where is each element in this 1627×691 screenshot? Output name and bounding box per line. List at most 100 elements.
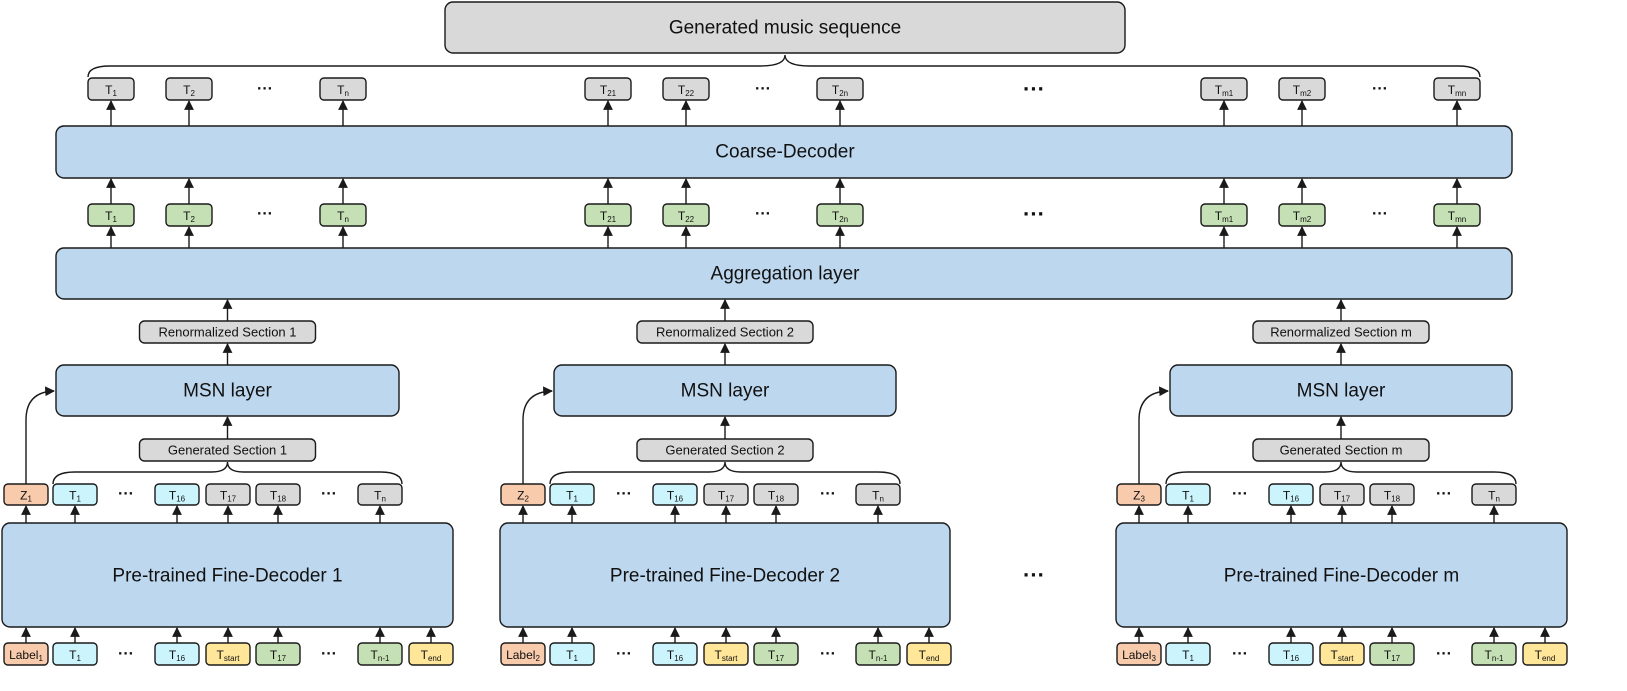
section-output-token-label: T1 [1182, 489, 1194, 504]
section-output-token [1319, 483, 1365, 506]
section-output-token-label: T16 [169, 489, 186, 504]
section-output-ellipsis: ··· [321, 486, 337, 503]
section-output-token-label: T18 [270, 489, 287, 504]
output-group-ellipsis: ··· [1023, 77, 1045, 102]
label-token-label: Label2 [506, 648, 540, 663]
section-input-token-label: T1 [69, 648, 81, 663]
output-token [662, 77, 710, 101]
decoder-group-ellipsis: ··· [1023, 563, 1045, 588]
output-token-ellipsis: ··· [257, 81, 273, 98]
section-output-token [1268, 483, 1314, 506]
section-output-token-label: Tn [872, 489, 884, 504]
output-token [1200, 77, 1248, 101]
aggregated-token-label: T21 [600, 209, 617, 224]
section-output-token [753, 483, 799, 506]
section-input-token-label: Tend [421, 648, 442, 663]
section-input-token-label: T1 [1182, 648, 1194, 663]
msn-layer-label: MSN layer [681, 381, 770, 402]
msn-layer-label: MSN layer [1297, 381, 1386, 402]
section-output-token [255, 483, 301, 506]
output-token-label: Tn [337, 83, 349, 98]
msn-layer-box [1169, 364, 1513, 417]
section-output-ellipsis: ··· [1436, 486, 1452, 503]
aggregation-layer-label: Aggregation layer [711, 264, 861, 285]
fine-decoder-box [1, 522, 454, 628]
section-input-token-label: T16 [667, 648, 684, 663]
section-output-ellipsis: ··· [616, 486, 632, 503]
label-token-label: Label3 [1122, 648, 1156, 663]
generated-section-label: Generated Section 2 [665, 443, 784, 458]
output-token-label: T2 [183, 83, 195, 98]
output-token-label: Tmn [1448, 83, 1466, 98]
section-output-ellipsis: ··· [1232, 486, 1248, 503]
latent-z-token-label: Z1 [20, 489, 32, 504]
aggregated-token-label: Tm1 [1215, 209, 1234, 224]
section-output-token-label: Tn [1488, 489, 1500, 504]
section-input-ellipsis: ··· [820, 646, 836, 663]
output-token [87, 77, 135, 101]
section-input-token-label: T16 [1283, 648, 1300, 663]
arrow-z-to-msn [1138, 386, 1169, 484]
section-output-token-label: T17 [220, 489, 237, 504]
section-output-token-label: T16 [667, 489, 684, 504]
generated-section-brace [1165, 461, 1517, 485]
section-input-token-label: Tstart [715, 648, 739, 663]
section-output-token-label: Tn [374, 489, 386, 504]
section-output-token-label: T18 [1384, 489, 1401, 504]
fine-decoder-box [499, 522, 951, 628]
output-token [816, 77, 864, 101]
aggregated-token-label: T2n [832, 209, 848, 224]
aggregated-token-ellipsis: ··· [755, 206, 771, 223]
generated-music-sequence-label: Generated music sequence [669, 18, 901, 39]
generated-section-brace [549, 461, 901, 485]
section-output-token-label: T1 [566, 489, 578, 504]
section-output-token [855, 483, 901, 506]
section-input-ellipsis: ··· [321, 646, 337, 663]
section-input-ellipsis: ··· [118, 646, 134, 663]
coarse-decoder-box [55, 125, 1513, 179]
section-output-token [1471, 483, 1517, 506]
section-input-token-label: Tn-1 [869, 648, 888, 663]
section-input-token-label: Tn-1 [371, 648, 390, 663]
generated-section-brace [52, 461, 403, 485]
aggregated-group-ellipsis: ··· [1023, 202, 1045, 227]
fine-decoder-box [1115, 522, 1568, 628]
generated-section-label: Generated Section m [1280, 443, 1403, 458]
output-token [1433, 77, 1481, 101]
section-output-token-label: T18 [768, 489, 785, 504]
aggregated-token-ellipsis: ··· [257, 206, 273, 223]
section-input-token-label: Tend [919, 648, 940, 663]
section-output-ellipsis: ··· [118, 486, 134, 503]
renormalized-section-label: Renormalized Section 2 [656, 325, 794, 340]
output-token-label: T2n [832, 83, 848, 98]
section-input-token-label: T17 [1384, 648, 1401, 663]
aggregated-token-label: T1 [105, 209, 117, 224]
section-output-token [154, 483, 200, 506]
latent-z-token-label: Z3 [1133, 489, 1145, 504]
arrow-z-to-msn [25, 386, 55, 484]
output-token-label: T1 [105, 83, 117, 98]
section-output-ellipsis: ··· [820, 486, 836, 503]
section-input-token-label: Tn-1 [1485, 648, 1504, 663]
msn-layer-label: MSN layer [183, 381, 272, 402]
output-brace [87, 54, 1481, 78]
section-output-token [205, 483, 251, 506]
section-output-token [52, 483, 98, 506]
aggregation-layer-box [55, 247, 1513, 300]
output-token-label: Tm1 [1215, 83, 1234, 98]
msn-layer-box [55, 364, 400, 417]
arrow-z-to-msn [522, 386, 553, 484]
section-input-token-label: T16 [169, 648, 186, 663]
section-input-token-label: T1 [566, 648, 578, 663]
section-output-token [357, 483, 403, 506]
aggregated-token-label: Tm2 [1293, 209, 1312, 224]
aggregated-token-ellipsis: ··· [1372, 206, 1388, 223]
section-input-token-label: Tend [1535, 648, 1556, 663]
section-input-token-label: T17 [768, 648, 785, 663]
generated-section-label: Generated Section 1 [168, 443, 287, 458]
section-output-token-label: T1 [69, 489, 81, 504]
output-token-label: T21 [600, 83, 617, 98]
section-output-token [652, 483, 698, 506]
